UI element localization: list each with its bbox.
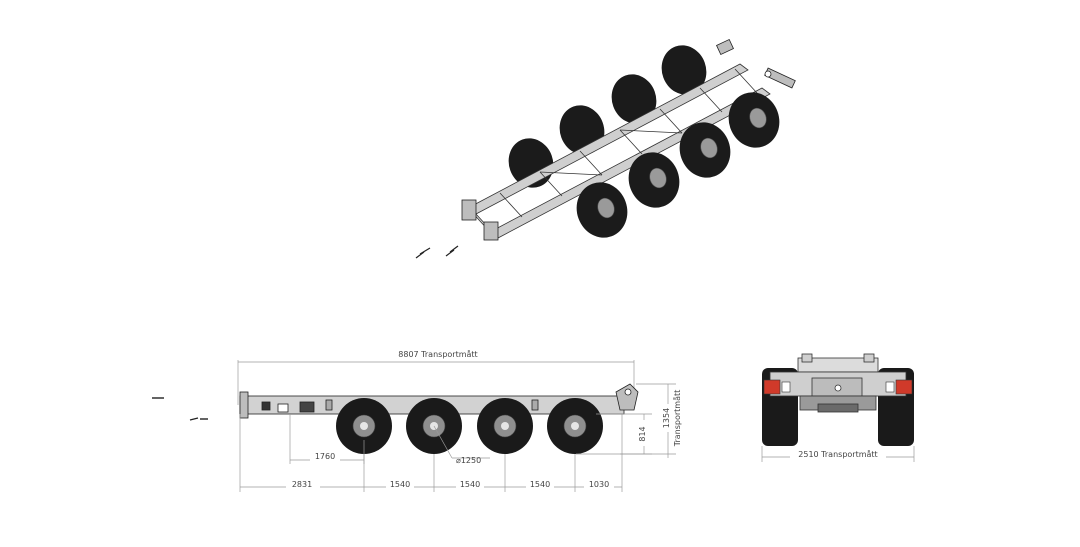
dim-overall-width: 2510 Transportmått bbox=[761, 446, 915, 462]
dim-bottom-chain: 2831 1540 1540 1540 1030 bbox=[239, 414, 623, 492]
rear-tail-lights bbox=[763, 379, 913, 395]
bottom-dim-4: 1030 bbox=[589, 480, 609, 489]
iso-front-coupling bbox=[716, 38, 796, 89]
side-view: 8807 Transportmått bbox=[152, 348, 682, 492]
dim-wheel-diameter: ⌀1250 bbox=[433, 425, 490, 465]
wheel-diameter-label: ⌀1250 bbox=[456, 456, 481, 465]
side-loose-pins bbox=[152, 397, 208, 421]
iso-rear-bumper bbox=[461, 199, 499, 241]
first-axle-label: 1760 bbox=[315, 452, 335, 461]
iso-tires-front bbox=[576, 92, 780, 238]
bottom-dim-0: 2831 bbox=[292, 480, 312, 489]
overall-length-label: 8807 Transportmått bbox=[398, 349, 477, 359]
bottom-dim-1: 1540 bbox=[390, 480, 410, 489]
bottom-dim-3: 1540 bbox=[530, 480, 550, 489]
deck-height-label: 814 bbox=[638, 426, 647, 441]
bottom-dim-2: 1540 bbox=[460, 480, 480, 489]
isometric-view bbox=[415, 38, 796, 259]
iso-loose-pins bbox=[415, 245, 459, 259]
overall-width-label: 2510 Transportmått bbox=[798, 449, 877, 459]
rear-view: 2510 Transportmått bbox=[761, 353, 915, 462]
dim-overall-length: 8807 Transportmått bbox=[237, 348, 635, 405]
dim-overall-height: 1354 Transportmått bbox=[620, 383, 682, 458]
overall-height-label: 1354 bbox=[662, 408, 671, 428]
overall-height-suffix: Transportmått bbox=[672, 390, 682, 448]
